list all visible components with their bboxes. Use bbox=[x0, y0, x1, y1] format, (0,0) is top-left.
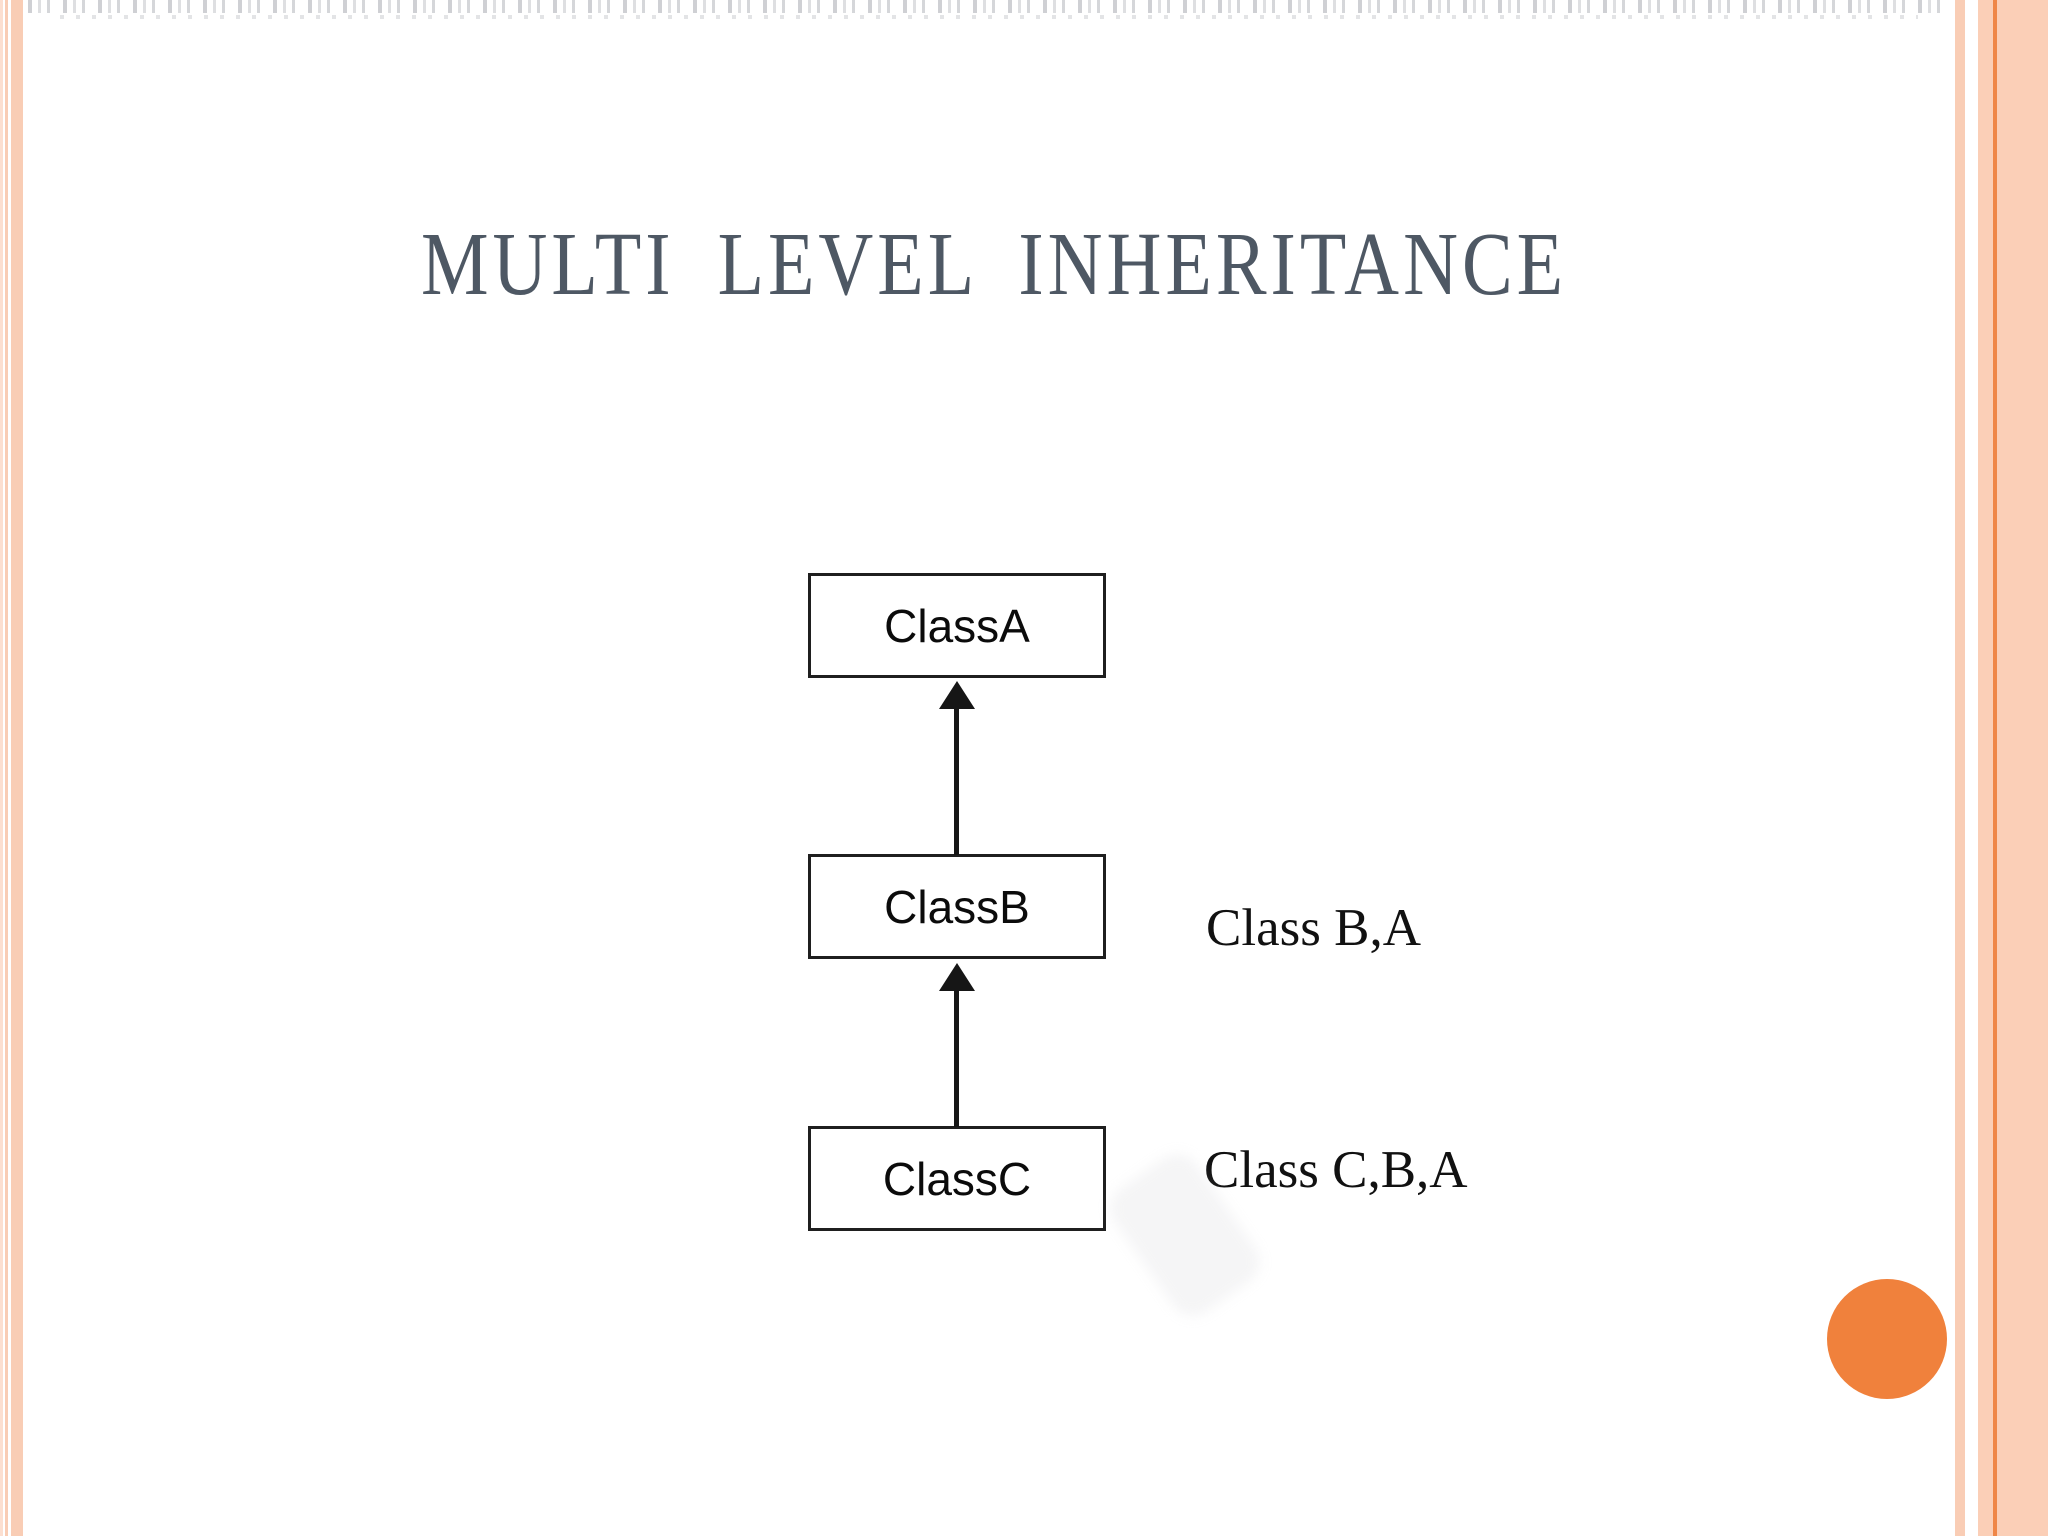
arrow-head-b-to-a bbox=[939, 681, 975, 709]
orange-circle-decoration bbox=[1827, 1279, 1947, 1399]
right-border-accent-line bbox=[1993, 0, 1997, 1536]
arrow-head-c-to-b bbox=[939, 963, 975, 991]
class-node-a: ClassA bbox=[808, 573, 1106, 678]
class-node-c: ClassC bbox=[808, 1126, 1106, 1231]
class-node-b-label: ClassB bbox=[884, 880, 1030, 933]
arrow-line-c-to-b bbox=[954, 990, 959, 1127]
class-node-c-label: ClassC bbox=[882, 1152, 1032, 1205]
class-node-b: ClassB bbox=[808, 854, 1106, 959]
top-watermark-dots bbox=[60, 15, 1918, 19]
left-border-stripe-outer bbox=[0, 0, 3, 1536]
annotation-class-c: Class C,B,A bbox=[1204, 1141, 1468, 1199]
right-border-band bbox=[1978, 0, 2048, 1536]
annotation-class-b: Class B,A bbox=[1206, 899, 1421, 957]
slide-title: MULTI LEVEL INHERITANCE bbox=[420, 215, 1568, 315]
left-border-stripe-thin bbox=[5, 0, 8, 1536]
class-node-a-label: ClassA bbox=[884, 599, 1030, 652]
arrow-line-b-to-a bbox=[954, 708, 959, 855]
right-border-stripe-thin bbox=[1955, 0, 1965, 1536]
top-watermark-strip bbox=[28, 0, 1953, 13]
left-border-stripe-wide bbox=[11, 0, 23, 1536]
